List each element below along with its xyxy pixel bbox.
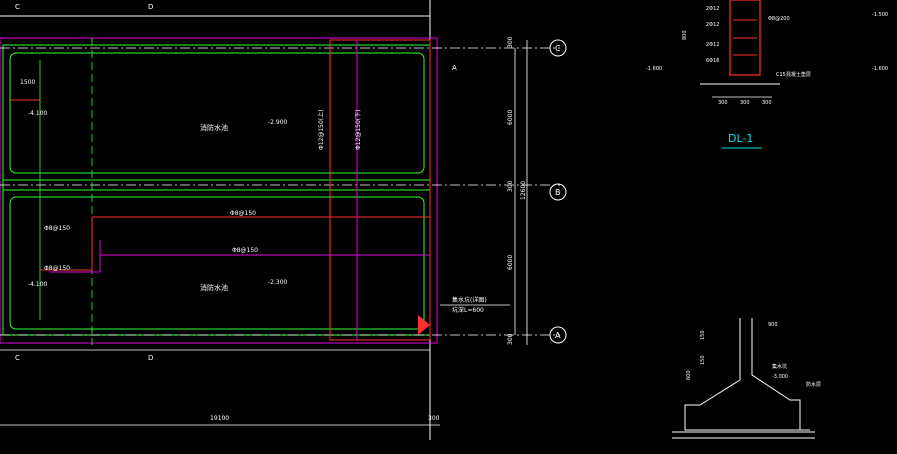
dim-bottom-total: 19100: [210, 415, 229, 422]
dl1-dim-1: 300: [718, 100, 728, 106]
tank-bottom-outer: [2, 189, 431, 336]
dl1-dim-3: 300: [762, 100, 772, 106]
rebar-label-2: Φ8@150: [232, 247, 258, 254]
sump-note-2: 坑深L=600: [452, 306, 484, 314]
dim-right-0: 300: [507, 36, 514, 48]
vertical-rebar-label-1: Φ12@150(上): [317, 110, 325, 151]
pit-note-1: 集水坑: [772, 363, 787, 370]
right-level-2: -1.600: [872, 66, 888, 72]
pit-note-2: -3.000: [772, 374, 788, 380]
level-left-top: -4.100: [28, 110, 48, 117]
dl1-bar-2: 2Φ12: [706, 22, 719, 28]
vertical-rebar-label-2: Φ12@150(下): [355, 110, 362, 151]
axis-bubble-a: [549, 326, 567, 344]
dl1-stirrup-label: Φ8@200: [768, 16, 790, 22]
axis-label-b: B: [555, 188, 561, 197]
pit-label-3: 600: [686, 370, 692, 380]
grid-mark-bottom-left: C: [15, 354, 20, 362]
dl1-bar-3: 2Φ12: [706, 42, 719, 48]
sump-hatch: [418, 315, 430, 335]
dim-left: 1500: [20, 79, 35, 86]
axis-label-c: C: [555, 44, 561, 53]
dim-total: 12600: [520, 181, 527, 200]
level-bottom: -2.300: [268, 279, 288, 286]
rebar-hook-1: [40, 217, 93, 271]
pit-outline-left: [684, 318, 810, 431]
pool-outline: [0, 37, 438, 344]
sump-note: 集水坑(详图): [452, 296, 487, 304]
dim-right-4: 300: [507, 333, 514, 345]
dl1-left-dim: 800: [682, 30, 688, 40]
grid-mark-bottom-mid: D: [148, 354, 153, 362]
level-left-bottom: -4.100: [28, 281, 48, 288]
dim-bottom-end: 300: [428, 415, 440, 422]
axis-label-a: A: [555, 331, 561, 340]
pit-outline-right: [751, 318, 801, 430]
tank-bottom-inner: [9, 196, 425, 330]
tank-top-outer: [2, 44, 431, 181]
section-mark: A: [452, 64, 457, 72]
room-label-bottom: 消防水池: [200, 283, 228, 292]
dim-right-3: 6000: [507, 255, 514, 270]
rebar-label-4: Φ8@150: [44, 265, 70, 272]
dl1-note: C15混凝土垫层: [776, 71, 811, 78]
rebar-hook-2: [50, 240, 101, 273]
dl1-title: DL-1: [728, 132, 753, 145]
dl1-bar-1: 2Φ12: [706, 6, 719, 12]
pit-note-3: 防水层: [806, 381, 821, 388]
grid-mark-top-left: C: [15, 3, 20, 11]
rebar-label-1: Φ8@150: [230, 210, 256, 217]
axis-bubble-b: [549, 183, 567, 201]
grid-mark-top-mid: D: [148, 3, 153, 11]
pit-label-4: 900: [768, 322, 778, 328]
dim-right-1: 6000: [507, 110, 514, 125]
dl1-level: -1.600: [646, 66, 662, 72]
tank-top-inner: [9, 52, 425, 174]
pit-label-2: 150: [700, 355, 706, 365]
dl1-dim-2: 300: [740, 100, 750, 106]
room-label-top: 消防水池: [200, 123, 228, 132]
level-top: -2.900: [268, 119, 288, 126]
rebar-zone-red: [329, 39, 431, 341]
dl1-bar-4: 6Φ16: [706, 58, 719, 64]
dim-right-2: 300: [507, 180, 514, 192]
pit-label-1: 150: [700, 330, 706, 340]
axis-bubble-c: [549, 39, 567, 57]
right-level-1: -1.500: [872, 12, 888, 18]
dl1-beam: [729, 0, 761, 76]
rebar-label-3: Φ8@150: [44, 225, 70, 232]
